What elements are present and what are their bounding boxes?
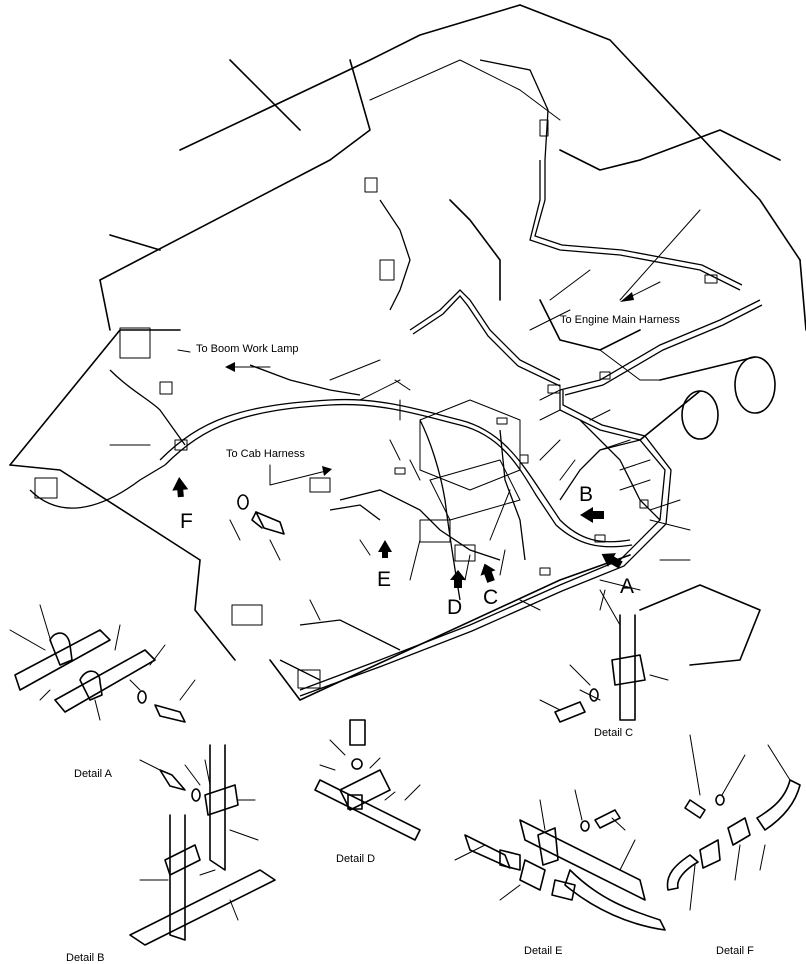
marker-arrows [172,477,623,588]
detail-a-drawing [9,604,196,723]
callout-to-boom-work-lamp: To Boom Work Lamp [196,343,299,355]
detail-f-drawing [666,734,801,911]
detail-d-caption: Detail D [336,853,376,865]
marker-e: E [377,568,392,591]
detail-e-drawing [454,789,666,931]
detail-a-caption: Detail A [74,768,112,780]
marker-c: C [483,586,499,609]
detail-b-drawing [129,744,276,946]
detail-f-caption: Detail F [716,945,754,957]
marker-f: F [180,510,193,533]
harness-clamps [34,119,718,689]
detail-c-caption: Detail C [594,727,634,739]
leader-lines [109,209,701,621]
detail-d-drawing [314,719,421,841]
detail-b-caption: Detail B [66,952,105,964]
marker-a: A [620,575,635,598]
marker-b: B [579,483,594,506]
center-bolt [237,494,285,535]
detail-c-drawing [539,589,669,723]
callout-to-cab-harness: To Cab Harness [226,448,305,460]
callout-arrows [177,281,661,486]
callout-to-engine-main-harness: To Engine Main Harness [560,314,680,326]
marker-d: D [447,596,463,619]
detail-e-caption: Detail E [524,945,563,957]
machine-frame [9,4,806,701]
